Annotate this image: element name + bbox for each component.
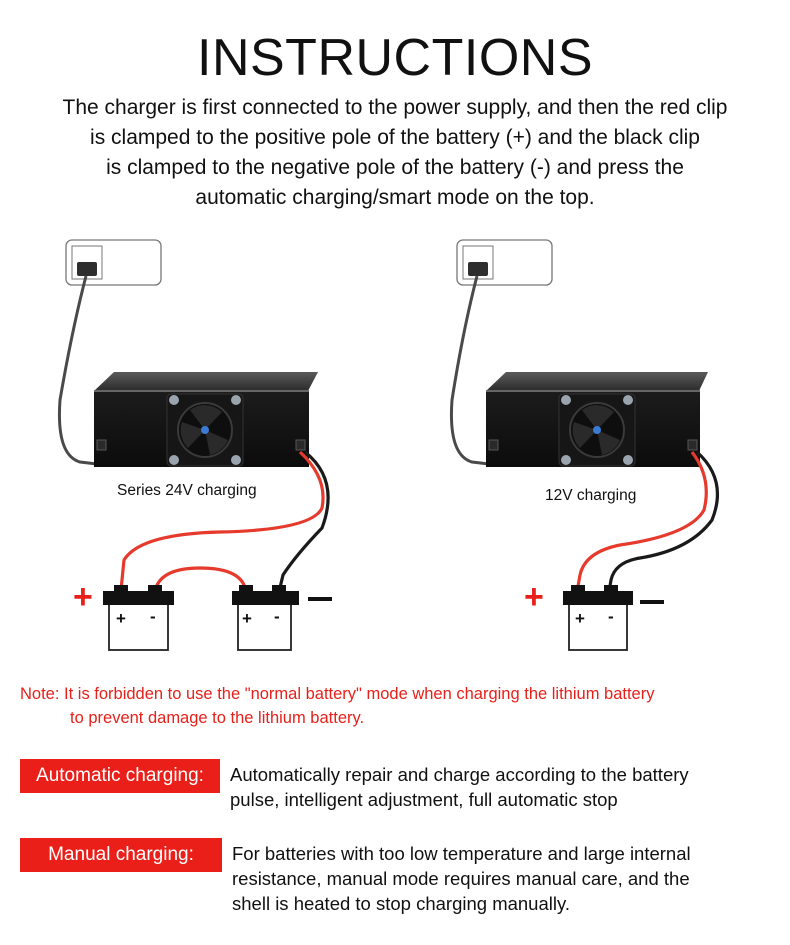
warning-note: Note: It is forbidden to use the "normal…	[20, 682, 780, 730]
battery-plus-terminal: +	[116, 609, 126, 628]
left-black-wire	[277, 450, 330, 593]
left-power-outlet	[65, 239, 162, 286]
left-battery-2: + -	[232, 585, 299, 651]
right-big-plus: +	[524, 578, 544, 616]
intro-line: is clamped to the positive pole of the b…	[90, 126, 700, 149]
right-red-wire	[575, 451, 708, 593]
battery-minus-terminal: -	[150, 607, 156, 626]
right-power-outlet	[456, 239, 553, 286]
intro-line: automatic charging/smart mode on the top…	[195, 186, 595, 209]
right-power-cord	[449, 275, 490, 466]
description-line: Automatically repair and charge accordin…	[230, 764, 689, 785]
right-black-wire	[607, 450, 720, 593]
left-charger-unit	[94, 372, 318, 467]
left-big-minus	[308, 597, 332, 601]
battery-minus-terminal: -	[608, 607, 614, 626]
manual-charging-label: Manual charging:	[20, 838, 222, 872]
left-bridge-wire	[153, 566, 248, 593]
right-big-minus	[640, 600, 664, 604]
description-line: pulse, intelligent adjustment, full auto…	[230, 789, 618, 810]
battery-minus-terminal: -	[274, 607, 280, 626]
right-battery: + -	[563, 585, 633, 651]
manual-charging-description: For batteries with too low temperature a…	[232, 841, 772, 916]
description-line: resistance, manual mode requires manual …	[232, 868, 690, 889]
note-line-2: to prevent damage to the lithium battery…	[70, 709, 365, 727]
battery-plus-terminal: +	[575, 609, 585, 628]
page-title: INSTRUCTIONS	[197, 29, 593, 87]
right-diagram-label: 12V charging	[545, 487, 636, 504]
description-line: shell is heated to stop charging manuall…	[232, 893, 570, 914]
note-line-1: Note: It is forbidden to use the "normal…	[20, 685, 655, 703]
right-charger-unit	[486, 372, 708, 467]
fan-icon	[166, 393, 244, 467]
description-line: For batteries with too low temperature a…	[232, 843, 691, 864]
left-big-plus: +	[73, 578, 93, 616]
fan-icon	[558, 393, 636, 467]
battery-plus-terminal: +	[242, 609, 252, 628]
intro-text: The charger is first connected to the po…	[0, 93, 790, 213]
intro-line: The charger is first connected to the po…	[62, 96, 728, 119]
left-battery-1: + -	[103, 585, 174, 651]
automatic-charging-label: Automatic charging:	[20, 759, 220, 793]
automatic-charging-description: Automatically repair and charge accordin…	[230, 762, 770, 812]
left-power-cord	[57, 275, 98, 466]
intro-line: is clamped to the negative pole of the b…	[106, 156, 684, 179]
wiring-diagram: Series 24V charging + - + - +	[57, 239, 720, 651]
left-red-wire	[119, 450, 325, 591]
left-diagram-label: Series 24V charging	[117, 482, 257, 499]
